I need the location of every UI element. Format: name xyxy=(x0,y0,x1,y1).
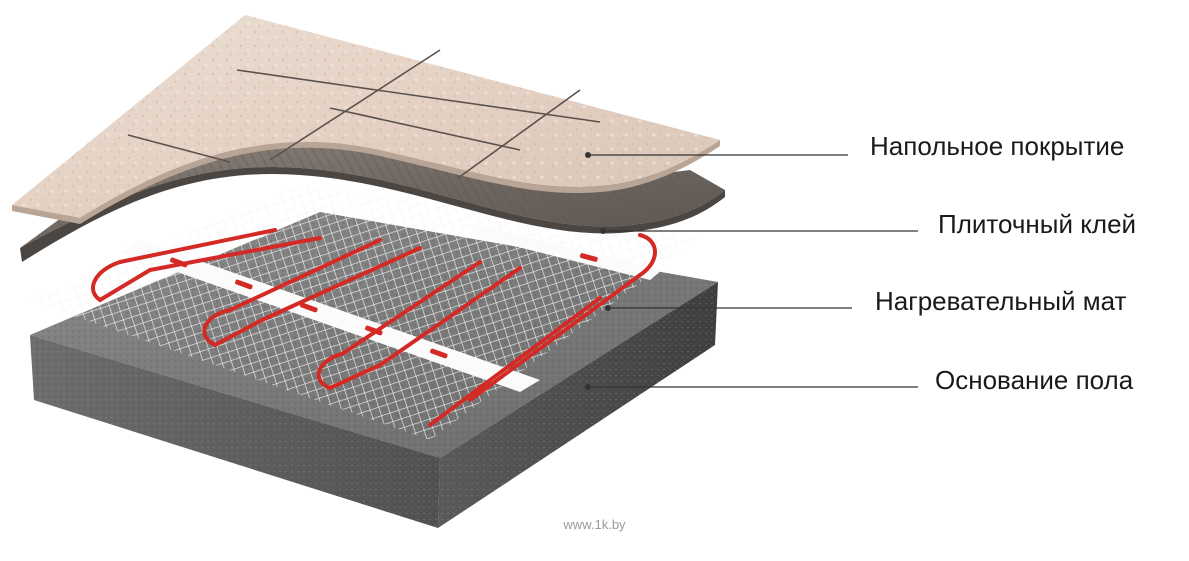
leader-dot xyxy=(600,228,606,234)
cable-run xyxy=(468,273,642,402)
cable-run xyxy=(213,318,264,347)
cable-run xyxy=(328,363,382,390)
cable-run xyxy=(98,268,152,302)
cable-loop xyxy=(638,233,657,277)
cable-run xyxy=(378,266,522,367)
tile-adhesive-layer xyxy=(20,146,725,262)
cable-run xyxy=(228,238,382,312)
cable-loop xyxy=(316,352,344,390)
cable-loop xyxy=(202,308,232,347)
grout-line xyxy=(329,107,521,151)
slab-side-grain xyxy=(438,282,718,528)
grout-line xyxy=(236,69,601,123)
leader-lines xyxy=(588,154,918,388)
leader-dot xyxy=(585,152,591,158)
tape-clip xyxy=(430,348,448,359)
leader-dot xyxy=(585,384,591,390)
heating-mat xyxy=(28,185,700,440)
cable-run xyxy=(118,228,277,264)
grout-line xyxy=(127,134,231,163)
tile-grout-lines xyxy=(127,49,601,179)
leader-dots xyxy=(585,152,611,390)
tape-clip xyxy=(300,302,318,313)
floor-covering-tiles xyxy=(12,15,720,224)
mat-tape-upper xyxy=(470,226,662,280)
tape-clip xyxy=(365,325,383,336)
tape-clip xyxy=(235,279,253,290)
cable-run xyxy=(260,246,422,322)
slab-front-grain xyxy=(30,335,440,528)
grout-line xyxy=(269,49,441,161)
label-floor-covering: Напольное покрытие xyxy=(870,131,1125,161)
cable-run xyxy=(340,260,482,356)
tile-edge xyxy=(12,140,720,224)
grout-line xyxy=(457,89,581,179)
watermark: www.1k.by xyxy=(563,517,626,532)
label-floor-base: Основание пола xyxy=(935,365,1134,395)
heating-cable xyxy=(90,228,657,427)
cable-run xyxy=(428,296,602,427)
tape-clips xyxy=(170,253,598,359)
tape-clip xyxy=(579,253,598,262)
label-heating-mat: Нагревательный мат xyxy=(875,286,1127,316)
cable-loop xyxy=(90,260,122,302)
tape-clip xyxy=(170,257,188,268)
label-tile-adhesive: Плиточный клей xyxy=(938,209,1137,239)
adhesive-texture xyxy=(20,146,725,248)
leader-dot xyxy=(605,305,611,311)
